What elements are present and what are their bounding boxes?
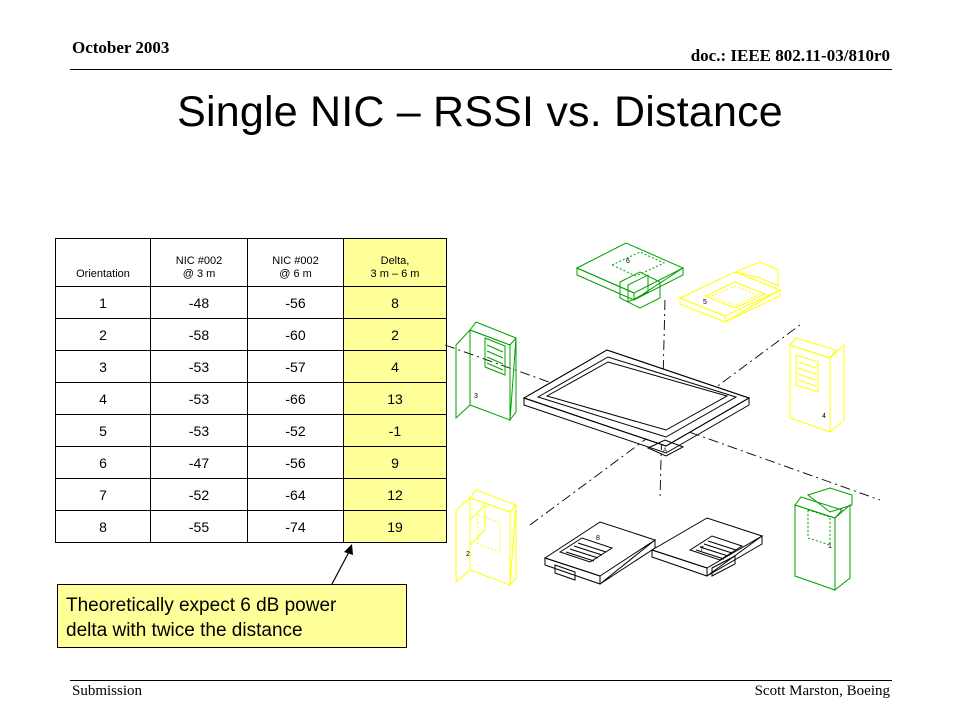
card-orientation-5: 5 bbox=[678, 261, 782, 323]
svg-text:2: 2 bbox=[466, 551, 470, 558]
callout-line: Theoretically expect 6 dB power bbox=[66, 595, 337, 616]
rssi-table: Orientation NIC #002 @ 3 m NIC #002 @ 6 … bbox=[55, 238, 447, 543]
footer-submission: Submission bbox=[72, 683, 143, 699]
header-doc-id: doc.: IEEE 802.11-03/810r0 bbox=[690, 46, 890, 65]
slide-title: Single NIC – RSSI vs. Distance bbox=[177, 88, 783, 136]
header-date: October 2003 bbox=[72, 38, 170, 57]
card-orientation-6: 6 bbox=[575, 242, 685, 309]
rssi-3m-cell: -53 bbox=[150, 414, 248, 447]
header-nic-6m: NIC #002 @ 6 m bbox=[247, 238, 344, 287]
table-row: 7 -52 -64 12 bbox=[55, 478, 447, 511]
rssi-6m-cell: -74 bbox=[247, 510, 344, 543]
callout-line: delta with twice the distance bbox=[66, 620, 303, 641]
orientation-cell: 7 bbox=[55, 478, 151, 511]
header-text: Delta, bbox=[380, 255, 410, 267]
rssi-3m-cell: -55 bbox=[150, 510, 248, 543]
delta-cell: 4 bbox=[343, 350, 447, 383]
rssi-3m-cell: -53 bbox=[150, 350, 248, 383]
footer-author: Scott Marston, Boeing bbox=[754, 683, 890, 699]
delta-cell: 19 bbox=[343, 510, 447, 543]
callout-note: Theoretically expect 6 dB power delta wi… bbox=[57, 584, 407, 648]
svg-text:3: 3 bbox=[474, 393, 478, 400]
svg-text:5: 5 bbox=[703, 299, 707, 306]
callout-arrow bbox=[331, 544, 353, 585]
card-orientation-4: 4 bbox=[789, 337, 845, 434]
header-text: NIC #002 bbox=[175, 255, 223, 267]
svg-text:6: 6 bbox=[626, 258, 630, 265]
table-header-row: Orientation NIC #002 @ 3 m NIC #002 @ 6 … bbox=[55, 238, 447, 287]
delta-cell: 8 bbox=[343, 286, 447, 319]
table-row: 1 -48 -56 8 bbox=[55, 286, 447, 319]
rssi-3m-cell: -52 bbox=[150, 478, 248, 511]
card-orientation-8: 8 bbox=[543, 521, 657, 585]
rssi-3m-cell: -48 bbox=[150, 286, 248, 319]
card-orientation-2: 2 bbox=[455, 489, 517, 587]
header-text: Orientation bbox=[76, 268, 130, 280]
delta-cell: 12 bbox=[343, 478, 447, 511]
delta-cell: -1 bbox=[343, 414, 447, 447]
delta-cell: 13 bbox=[343, 382, 447, 415]
svg-text:A: A bbox=[663, 448, 667, 454]
svg-text:8: 8 bbox=[596, 535, 600, 542]
table-row: 5 -53 -52 -1 bbox=[55, 414, 447, 447]
header-rule bbox=[70, 69, 892, 70]
rssi-6m-cell: -56 bbox=[247, 286, 344, 319]
header-orientation: Orientation bbox=[55, 238, 151, 287]
header-delta: Delta, 3 m – 6 m bbox=[343, 238, 447, 287]
table-row: 6 -47 -56 9 bbox=[55, 446, 447, 479]
table-row: 3 -53 -57 4 bbox=[55, 350, 447, 383]
central-card: A bbox=[522, 349, 751, 457]
card-orientation-3: 3 bbox=[455, 321, 517, 422]
rssi-6m-cell: -57 bbox=[247, 350, 344, 383]
header-text: NIC #002 bbox=[272, 255, 319, 267]
header-text: @ 3 m bbox=[182, 268, 216, 280]
svg-text:1: 1 bbox=[828, 543, 832, 550]
card-orientation-7: 7 bbox=[650, 517, 764, 577]
card-orientation-1: 1 bbox=[794, 487, 853, 592]
svg-text:7: 7 bbox=[700, 546, 704, 553]
header-text: 3 m – 6 m bbox=[370, 268, 420, 280]
svg-text:4: 4 bbox=[822, 413, 826, 420]
header-text: @ 6 m bbox=[279, 268, 312, 280]
footer-rule bbox=[70, 680, 892, 681]
table-row: 8 -55 -74 19 bbox=[55, 510, 447, 543]
delta-cell: 9 bbox=[343, 446, 447, 479]
